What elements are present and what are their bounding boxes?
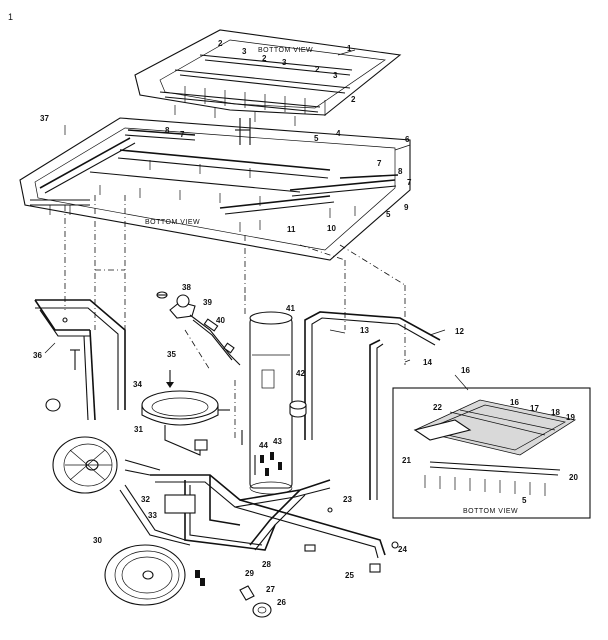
- callout-25: 25: [345, 571, 354, 580]
- callout-22: 22: [433, 403, 442, 412]
- callout-13: 13: [360, 326, 369, 335]
- callout-44: 44: [259, 441, 268, 450]
- callout-1: 1: [347, 44, 352, 53]
- burner-ring: [141, 370, 230, 456]
- callout-18: 18: [551, 408, 560, 417]
- callout-7: 7: [180, 130, 185, 139]
- callout-3: 3: [333, 71, 338, 80]
- callout-34: 34: [133, 380, 142, 389]
- page-mark: 1: [8, 12, 13, 22]
- callout-27: 27: [266, 585, 275, 594]
- callout-2: 2: [262, 54, 267, 63]
- callout-41: 41: [286, 304, 295, 313]
- callout-42: 42: [296, 369, 305, 378]
- main-shelf-assembly: BOTTOM VIEW: [19, 117, 411, 261]
- knob-42: [289, 400, 307, 418]
- callout-32: 32: [141, 495, 150, 504]
- callout-2: 2: [218, 39, 223, 48]
- callout-26: 26: [277, 598, 286, 607]
- bolt-cluster: [260, 452, 282, 476]
- caption-bottom-view-mid: BOTTOM VIEW: [145, 219, 200, 226]
- callout-9: 9: [404, 203, 409, 212]
- callout-28: 28: [262, 560, 271, 569]
- callout-30: 30: [93, 536, 102, 545]
- callout-38: 38: [182, 283, 191, 292]
- callout-5: 5: [522, 496, 527, 505]
- callout-4: 4: [336, 129, 341, 138]
- callout-31: 31: [134, 425, 143, 434]
- callout-37: 37: [40, 114, 49, 123]
- callout-3: 3: [282, 58, 287, 67]
- top-shelf-assembly: BOTTOM VIEW: [134, 29, 402, 145]
- caption-bottom-view-top: BOTTOM VIEW: [258, 47, 313, 54]
- leader-lines: [44, 49, 469, 391]
- callout-5: 5: [314, 134, 319, 143]
- callout-14: 14: [423, 358, 432, 367]
- callout-2: 2: [351, 95, 356, 104]
- callout-40: 40: [216, 316, 225, 325]
- callout-5: 5: [386, 210, 391, 219]
- callout-10: 10: [327, 224, 336, 233]
- callout-33: 33: [148, 511, 157, 520]
- callout-2: 2: [315, 65, 320, 74]
- leg-tubes: [304, 311, 441, 500]
- lower-wheel: [104, 544, 205, 606]
- caster-parts: [239, 585, 272, 618]
- gas-cylinder: [241, 311, 293, 495]
- callout-20: 20: [569, 473, 578, 482]
- callout-17: 17: [530, 404, 539, 413]
- callout-7: 7: [377, 159, 382, 168]
- callout-24: 24: [398, 545, 407, 554]
- caption-bottom-view-inset: BOTTOM VIEW: [463, 508, 518, 515]
- callout-36: 36: [33, 351, 42, 360]
- callout-11: 11: [287, 225, 296, 234]
- callout-7: 7: [407, 178, 412, 187]
- callout-8: 8: [165, 126, 170, 135]
- assembly-guide-lines: [64, 195, 406, 440]
- callout-16: 16: [461, 366, 470, 375]
- upper-wheel: [45, 398, 118, 494]
- callout-16: 16: [510, 398, 519, 407]
- callout-29: 29: [245, 569, 254, 578]
- callout-3: 3: [242, 47, 247, 56]
- callout-21: 21: [402, 456, 411, 465]
- callout-labels: 1 2 3 2 3 2 3 2 4 5 6 7 8 7 8 7 9 5 10 1…: [33, 39, 578, 607]
- handle-assembly: [34, 299, 126, 421]
- callout-43: 43: [273, 437, 282, 446]
- callout-35: 35: [167, 350, 176, 359]
- callout-19: 19: [566, 413, 575, 422]
- inset-side-shelf: BOTTOM VIEW: [392, 387, 591, 519]
- callout-39: 39: [203, 298, 212, 307]
- callout-12: 12: [455, 327, 464, 336]
- callout-6: 6: [405, 135, 410, 144]
- callout-23: 23: [343, 495, 352, 504]
- callout-8: 8: [398, 167, 403, 176]
- burner-valve-parts: [156, 291, 241, 366]
- base-frame: [119, 459, 399, 573]
